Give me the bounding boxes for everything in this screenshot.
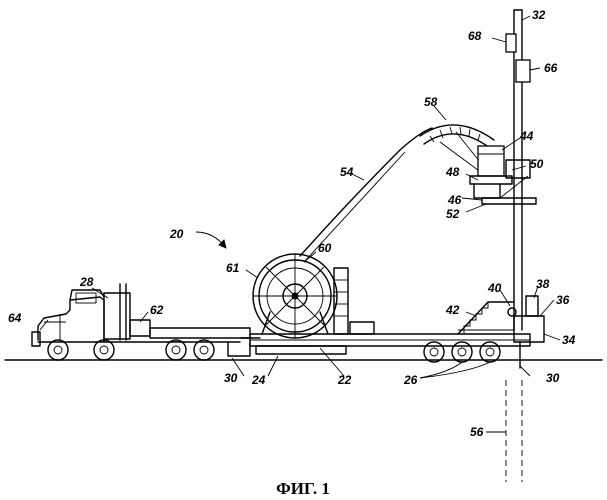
label-36: 36 xyxy=(556,293,570,307)
label-62: 62 xyxy=(150,303,164,317)
coiled-tubing xyxy=(300,128,432,256)
leader-lines xyxy=(40,16,560,432)
label-28: 28 xyxy=(79,275,94,289)
trailer-main xyxy=(250,322,530,362)
label-58: 58 xyxy=(424,95,438,109)
label-60: 60 xyxy=(318,241,332,255)
label-46: 46 xyxy=(447,193,462,207)
label-34: 34 xyxy=(562,333,576,347)
label-30b: 30 xyxy=(546,371,560,385)
label-38: 38 xyxy=(536,277,550,291)
label-68: 68 xyxy=(468,29,482,43)
label-40: 40 xyxy=(487,281,502,295)
figure-caption: ФИГ. 1 xyxy=(276,479,330,498)
label-26: 26 xyxy=(403,373,418,387)
label-64: 64 xyxy=(8,311,22,325)
label-50: 50 xyxy=(530,157,544,171)
label-54: 54 xyxy=(340,165,354,179)
truck xyxy=(32,284,240,360)
coil-reel xyxy=(253,254,348,338)
label-56: 56 xyxy=(470,425,484,439)
label-44: 44 xyxy=(519,129,534,143)
label-32: 32 xyxy=(532,8,546,22)
label-48: 48 xyxy=(445,165,460,179)
label-22: 22 xyxy=(337,373,352,387)
label-52: 52 xyxy=(446,207,460,221)
label-30a: 30 xyxy=(224,371,238,385)
label-24: 24 xyxy=(251,373,266,387)
label-61: 61 xyxy=(226,261,240,275)
mast xyxy=(506,10,530,330)
wellbore xyxy=(506,380,522,482)
injector-assembly xyxy=(470,146,536,204)
label-42: 42 xyxy=(445,303,460,317)
label-20: 20 xyxy=(169,227,184,241)
reference-labels: 20 22 24 26 28 30 30 32 34 36 38 40 42 4… xyxy=(8,8,576,439)
label-66: 66 xyxy=(544,61,558,75)
